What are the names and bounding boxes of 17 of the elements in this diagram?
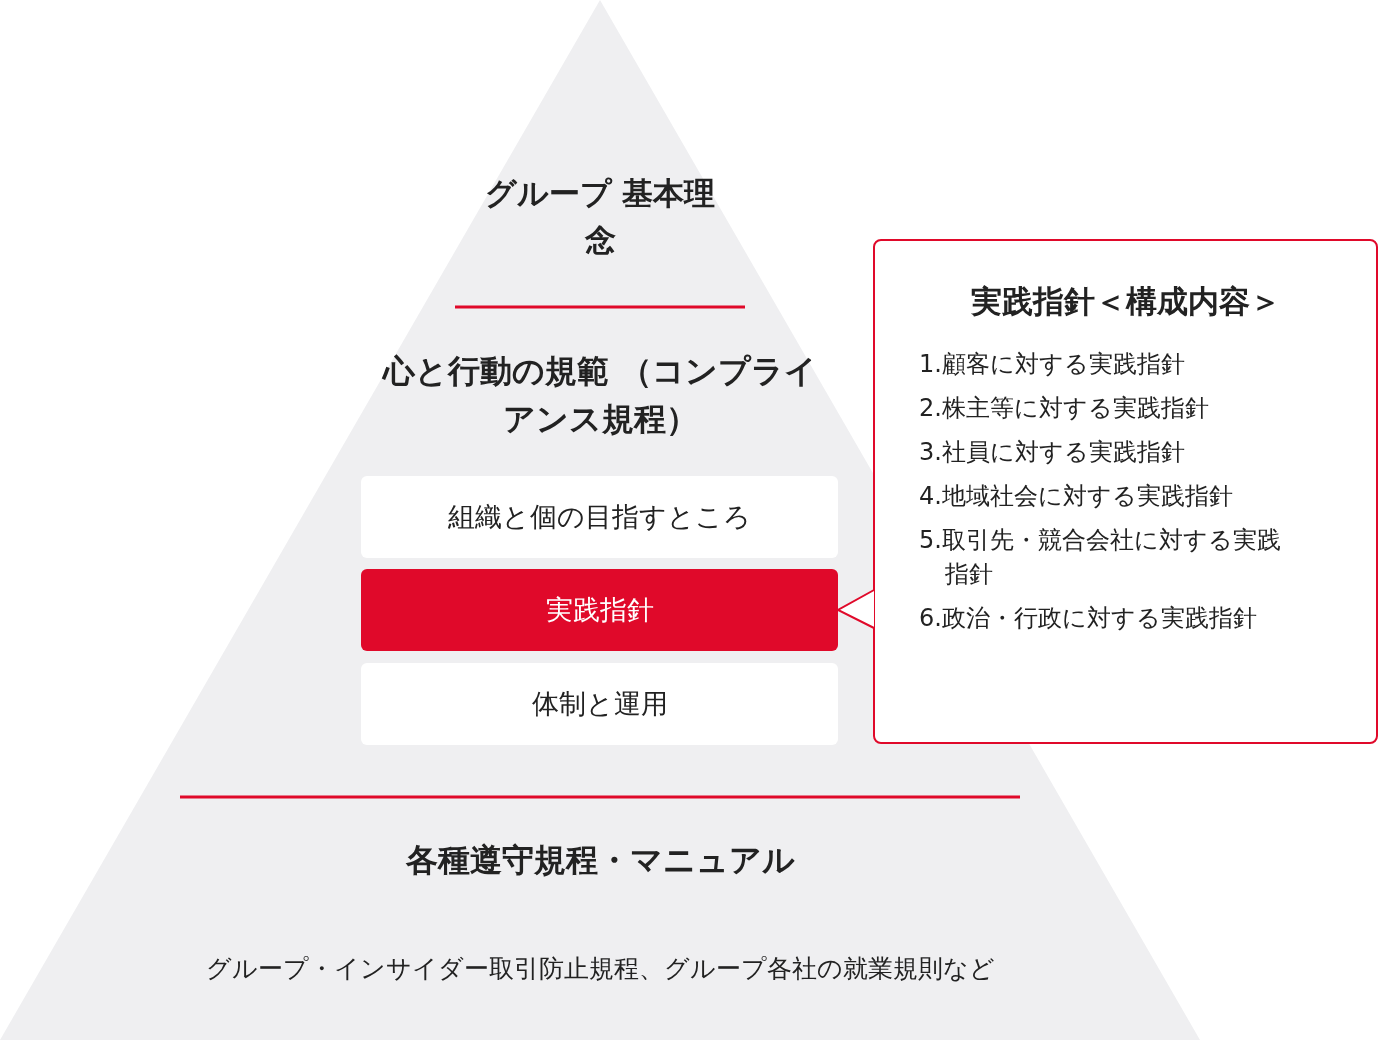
- box-label: 組織と個の目指すところ: [448, 500, 751, 534]
- list-item: 6.政治・行政に対する実践指針: [919, 603, 1258, 635]
- tier-title: グループ 基本理念: [483, 174, 717, 260]
- list-item: 5.取引先・競合会社に対する実践指針: [919, 525, 1282, 591]
- list-item: 2.株主等に対する実践指針: [919, 393, 1210, 425]
- callout-title: 実践指針＜構成内容＞: [969, 282, 1282, 321]
- callout-pointer: [835, 589, 875, 629]
- list-item: 4.地域社会に対する実践指針: [919, 481, 1234, 513]
- tier-description: グループ・インサイダー取引防止規程、グループ各社の就業規則など: [204, 953, 996, 985]
- list-item: 3.社員に対する実践指針: [919, 437, 1186, 469]
- box-label: 体制と運用: [531, 687, 668, 721]
- highlighted-box: [361, 569, 838, 651]
- callout-box: [873, 239, 1378, 744]
- box-label: 実践指針: [545, 593, 654, 627]
- list-item: 1.顧客に対する実践指針: [919, 349, 1186, 380]
- tier-title: 心と行動の規範 （コンプライアンス規程）: [381, 351, 819, 440]
- tier-title: 各種遵守規程・マニュアル: [404, 840, 796, 881]
